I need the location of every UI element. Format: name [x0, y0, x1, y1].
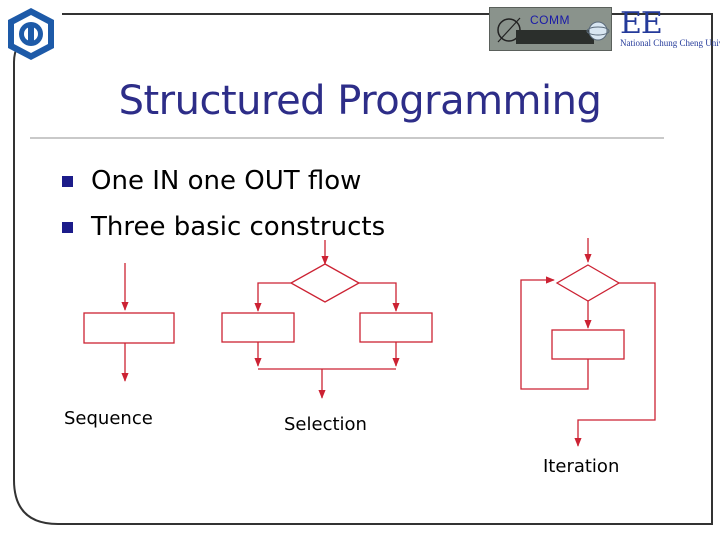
bullet-item-1: One IN one OUT flow: [62, 166, 361, 196]
comm-logo-subbar: [516, 30, 594, 44]
sequence-diagram: [83, 263, 175, 382]
title-divider: [30, 137, 664, 139]
bullet-text-2: Three basic constructs: [91, 212, 386, 242]
sequence-process-box: [83, 312, 175, 344]
selection-label: Selection: [284, 414, 367, 435]
selection-right-branch: [359, 282, 400, 312]
sequence-label: Sequence: [64, 408, 153, 429]
iteration-decision-diamond: [555, 264, 621, 302]
iteration-label: Iteration: [543, 456, 620, 477]
ee-logo-subtext: National Chung Cheng University: [620, 38, 720, 48]
iteration-body-box: [551, 329, 625, 360]
comm-logo: COMM: [489, 7, 612, 51]
iteration-diagram: [520, 238, 656, 447]
iteration-exit-path: [574, 282, 656, 447]
globe-icon: [586, 21, 610, 41]
page-title: Structured Programming: [118, 78, 602, 124]
bullet-item-2: Three basic constructs: [62, 212, 385, 242]
iteration-loop-back: [520, 276, 589, 390]
selection-left-branch: [254, 282, 291, 312]
ee-logo-text: EE: [620, 6, 663, 41]
selection-decision-diamond: [289, 263, 361, 303]
selection-right-box: [359, 312, 433, 343]
bullet-square-icon: [62, 175, 73, 187]
comm-logo-text: COMM: [530, 13, 570, 27]
bullet-square-icon: [62, 221, 73, 233]
university-seal-icon: [8, 8, 54, 60]
selection-left-box: [221, 312, 295, 343]
selection-diagram: [221, 240, 433, 399]
bullet-text-1: One IN one OUT flow: [91, 166, 362, 196]
